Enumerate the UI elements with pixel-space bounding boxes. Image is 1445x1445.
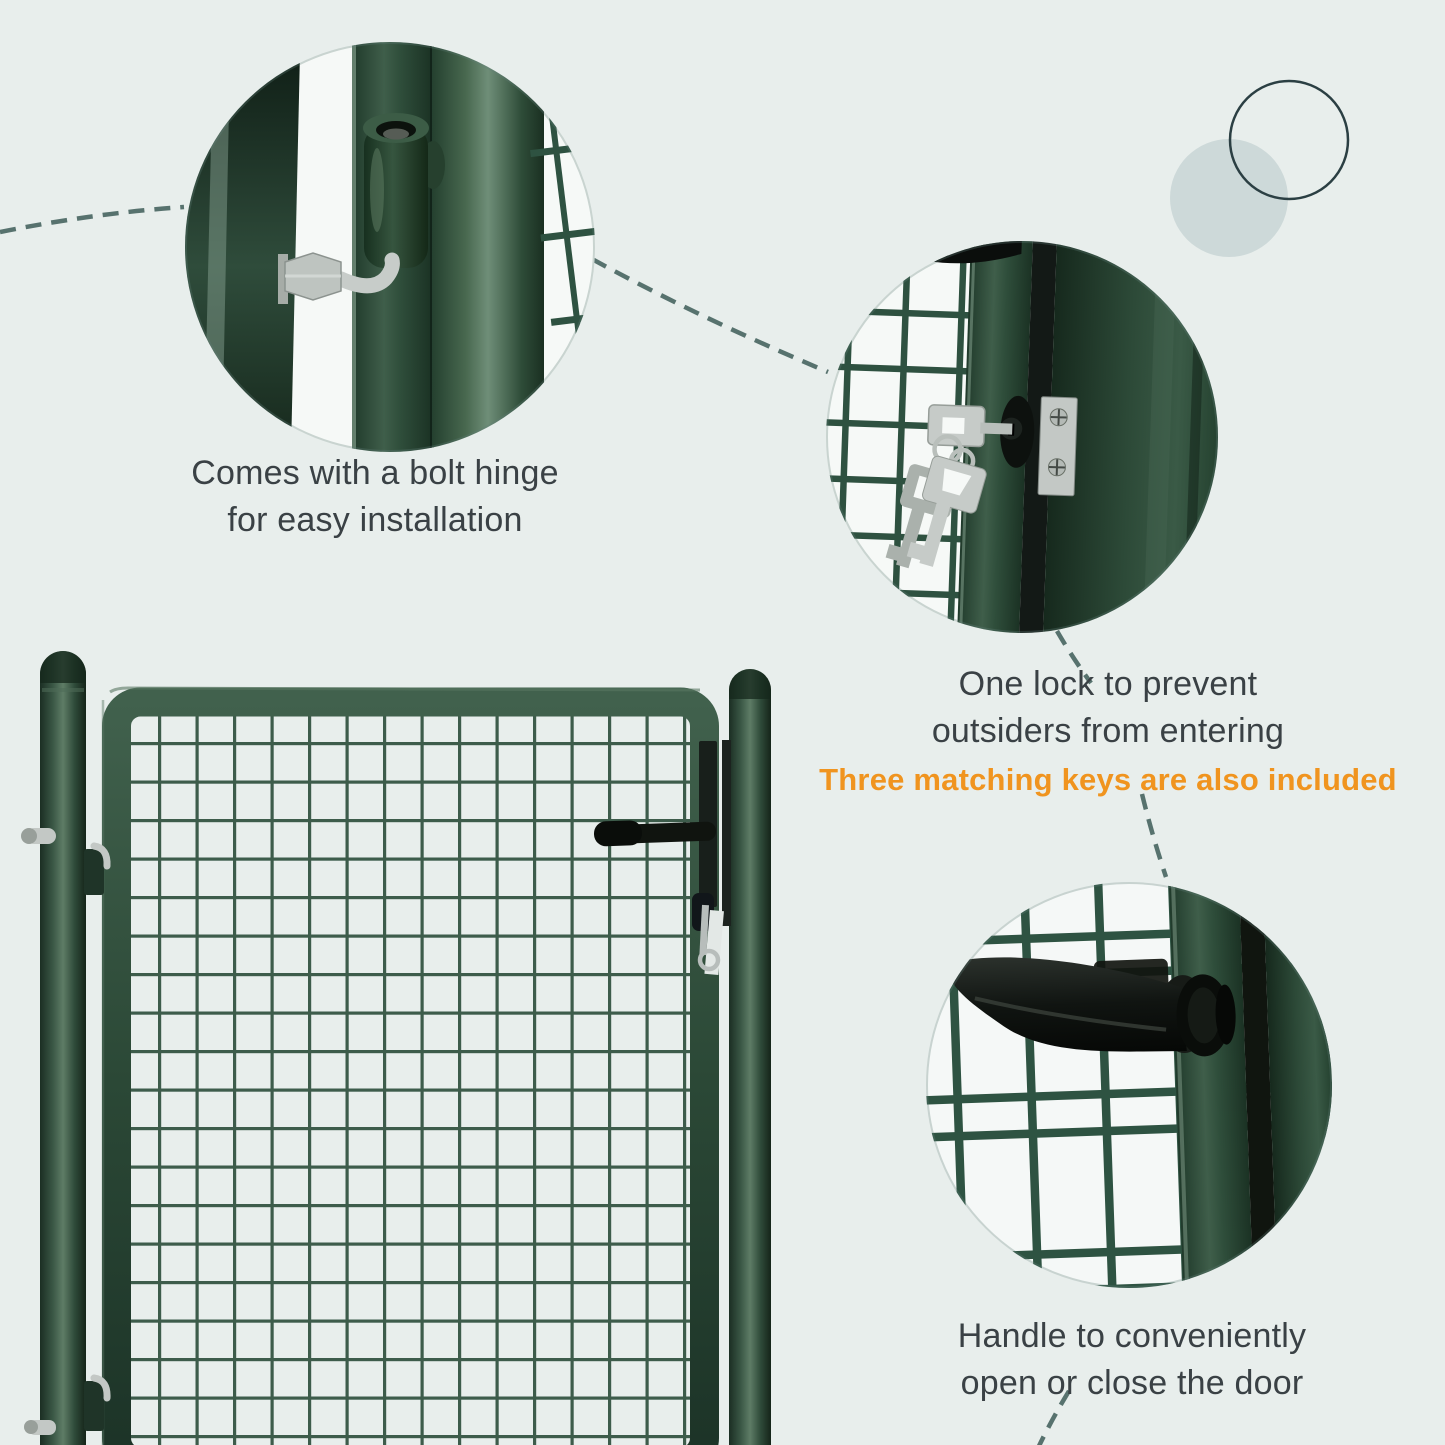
gate-left-post	[40, 651, 86, 1445]
leader-line-left-to-hinge	[0, 204, 185, 235]
hinge-caption-line1: Comes with a bolt hinge	[191, 454, 559, 492]
gate-lower-hinge	[24, 1374, 111, 1435]
hinge-callout-photo	[185, 42, 595, 452]
handle-callout-photo	[926, 882, 1332, 1288]
handle-callout-rim	[926, 882, 1332, 1288]
lock-caption: One lock to prevent outsiders from enter…	[783, 661, 1433, 800]
handle-photo-gate-tube	[1168, 882, 1254, 1288]
leader-line-caption-to-handle	[1139, 793, 1169, 878]
lock-cylinder-and-keys	[885, 395, 1035, 569]
door-handle-lever	[946, 957, 1236, 1057]
gate-photo	[21, 651, 771, 1445]
lock-callout-photo	[826, 241, 1218, 633]
lock-photo-gate-tube	[956, 241, 1034, 633]
hinge-photo-frame-slab	[185, 42, 300, 452]
decor-circles	[1170, 79, 1350, 257]
decor-ring-circle	[1228, 79, 1350, 201]
leader-line-lock-to-caption	[1055, 629, 1093, 685]
lock-photo-black-strip	[1018, 241, 1058, 633]
hinge-caption-line2: for easy installation	[227, 501, 523, 539]
leader-line-hinge-to-lock	[590, 257, 829, 375]
gate-door-frame	[101, 686, 719, 1445]
lock-caption-line1: One lock to prevent	[958, 665, 1258, 703]
handle-caption-line1: Handle to conveniently	[957, 1317, 1307, 1355]
lock-callout-rim	[826, 241, 1218, 633]
handle-photo-black-strip	[1238, 882, 1278, 1288]
hinge-barrel	[363, 113, 445, 268]
lock-caption-line2: outsiders from entering	[931, 712, 1285, 750]
lock-photo-green-panel	[1042, 241, 1218, 633]
handle-caption: Handle to conveniently open or close the…	[882, 1313, 1382, 1407]
leader-line-handle-caption-down	[1036, 1389, 1071, 1445]
hinge-callout-rim	[185, 42, 595, 452]
hinge-bolt-and-nut	[278, 252, 400, 304]
hinge-photo-post-tube	[432, 42, 544, 452]
gate-right-post	[729, 669, 771, 1445]
lock-striker-plate	[1037, 396, 1078, 497]
gate-upper-hinge	[21, 828, 111, 895]
lock-caption-highlight: Three matching keys are also included	[819, 762, 1397, 797]
leader-lines	[0, 204, 1169, 1445]
handle-photo-green-sliver	[1262, 882, 1332, 1288]
handle-caption-line2: open or close the door	[960, 1364, 1304, 1402]
gate-latch-assembly	[593, 740, 731, 975]
decor-filled-circle	[1170, 139, 1288, 257]
hinge-caption: Comes with a bolt hinge for easy install…	[75, 450, 675, 544]
